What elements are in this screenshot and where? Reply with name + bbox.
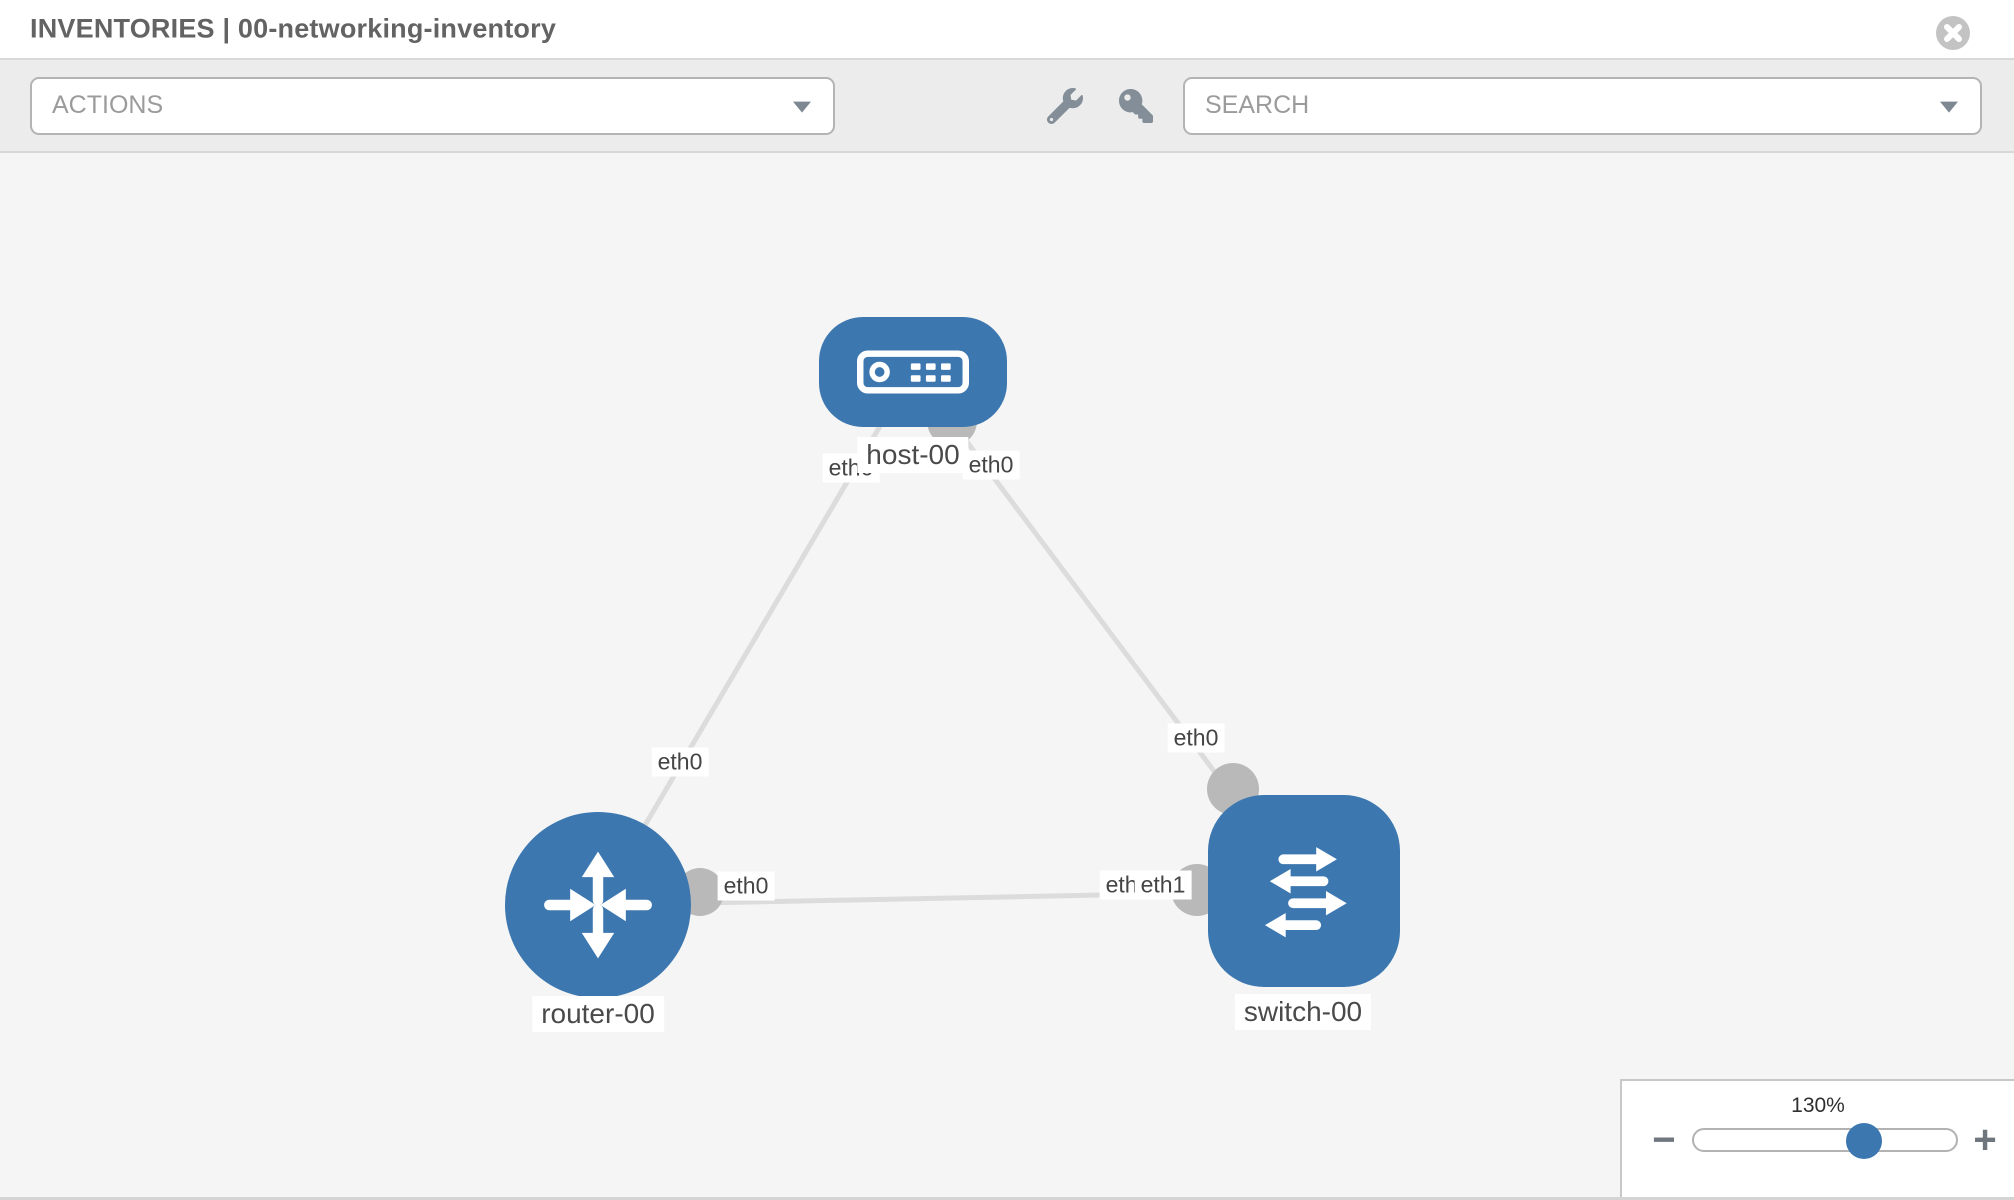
- key-icon: [1119, 88, 1153, 123]
- zoom-out-button[interactable]: −: [1652, 1118, 1676, 1162]
- interface-label: eth0: [1167, 723, 1225, 753]
- search-dropdown-label: SEARCH: [1205, 91, 1310, 119]
- interface-label: eth0: [962, 450, 1020, 480]
- node-label-router: router-00: [532, 996, 664, 1032]
- interface-label: eth0: [651, 747, 709, 777]
- chevron-down-icon: [1940, 101, 1958, 113]
- node-host[interactable]: [819, 317, 1007, 427]
- header: INVENTORIES | 00-networking-inventory: [0, 0, 2014, 58]
- wrench-icon: [1046, 87, 1083, 124]
- node-router[interactable]: [505, 812, 691, 998]
- interface-label: eth1: [1134, 870, 1192, 900]
- zoom-slider-thumb[interactable]: [1846, 1123, 1882, 1159]
- node-label-switch: switch-00: [1234, 994, 1372, 1030]
- zoom-slider-track[interactable]: [1692, 1128, 1958, 1152]
- toolbar: ACTIONS SEARCH: [0, 58, 2014, 153]
- zoom-in-button[interactable]: +: [1973, 1118, 1997, 1162]
- links-svg: [595, 368, 1306, 916]
- close-button[interactable]: [1936, 16, 1970, 50]
- search-dropdown[interactable]: SEARCH: [1183, 76, 1982, 135]
- actions-dropdown-label: ACTIONS: [52, 91, 164, 119]
- zoom-panel: 130% − +: [1620, 1079, 2014, 1197]
- switch-icon: [1264, 847, 1347, 938]
- chevron-down-icon: [793, 101, 811, 113]
- actions-dropdown[interactable]: ACTIONS: [30, 76, 835, 135]
- host-icon: [857, 350, 969, 394]
- topology-canvas[interactable]: eth0 eth0 eth0 eth0 eth0 eth0 eth1 host-…: [0, 153, 2014, 1200]
- x-circle-icon: [1936, 16, 1970, 50]
- credentials-button[interactable]: [1119, 88, 1153, 123]
- node-switch[interactable]: [1208, 795, 1400, 987]
- interface-label: eth0: [717, 871, 775, 901]
- router-icon: [544, 851, 652, 959]
- node-label-host: host-00: [857, 437, 969, 473]
- page-title: INVENTORIES | 00-networking-inventory: [30, 13, 557, 44]
- tools-button[interactable]: [1046, 87, 1083, 124]
- zoom-value: 130%: [1791, 1094, 1845, 1117]
